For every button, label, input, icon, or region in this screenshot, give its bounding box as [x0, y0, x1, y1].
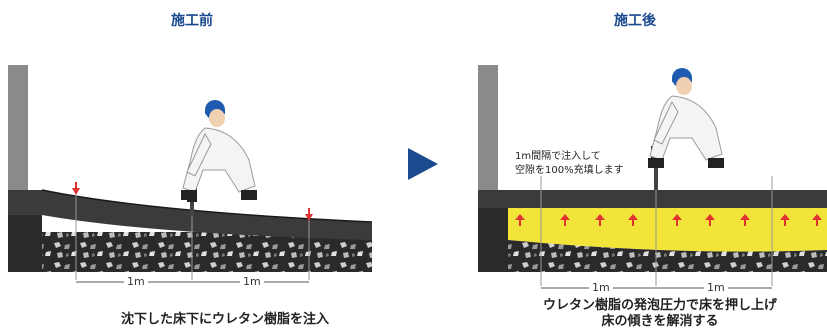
dimension-label-after-left: 1m [589, 282, 613, 294]
injection-lines-after [540, 176, 773, 286]
wall-after [478, 65, 498, 190]
after-caption-line-2: 床の傾きを解消する [601, 314, 719, 329]
after-title: 施工後 [614, 13, 656, 29]
level-slab [478, 190, 827, 208]
before-caption: 沈下した床下にウレタン樹脂を注入 [120, 312, 329, 327]
worker-icon [181, 100, 257, 200]
after-caption-line-1: ウレタン樹脂の発泡圧力で床を押し上げ [542, 298, 777, 313]
worker-icon [648, 68, 724, 168]
dimension-label-after-right: 1m [704, 282, 728, 294]
before-panel [8, 65, 373, 283]
wall [8, 65, 28, 190]
after-caption: ウレタン樹脂の発泡圧力で床を押し上げ 床の傾きを解消する [480, 298, 827, 330]
gravel-layer [42, 232, 372, 272]
lift-arrows [515, 214, 822, 226]
play-arrow-icon [408, 148, 438, 180]
gravel-layer-after [508, 240, 827, 272]
injection-marker-right [305, 208, 313, 280]
dimension-label-before-left: 1m [124, 276, 148, 288]
injection-marker-left [72, 182, 80, 280]
injection-note: 1m間隔で注入して 空隙を100%充填します [515, 150, 624, 178]
dimension-label-before-right: 1m [240, 276, 264, 288]
note-line-1: 1m間隔で注入して [515, 151, 601, 162]
after-panel [478, 65, 827, 289]
before-title: 施工前 [171, 13, 213, 29]
note-line-2: 空隙を100%充填します [515, 165, 624, 176]
